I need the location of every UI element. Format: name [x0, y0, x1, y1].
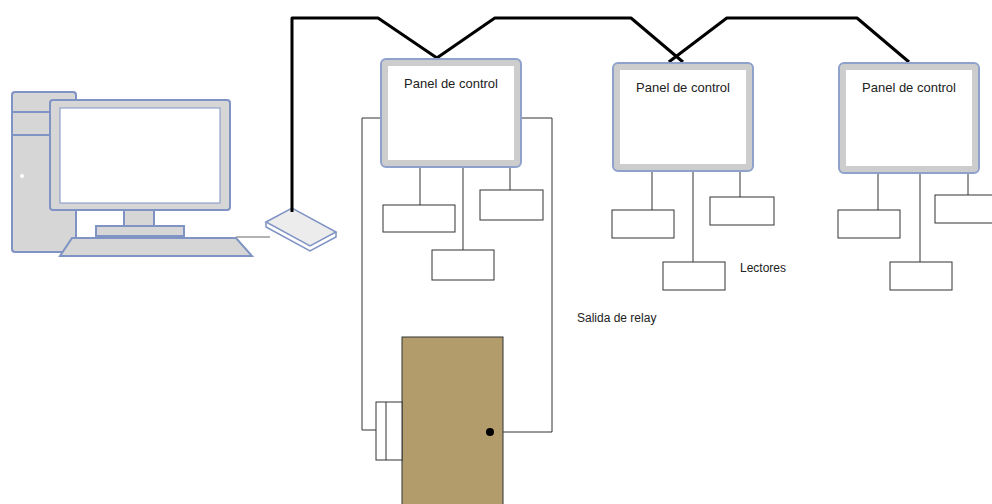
panel-screen: Panel de control	[846, 70, 972, 166]
bus-connector	[669, 18, 909, 62]
panel-screen: Panel de control	[388, 66, 514, 160]
control-panel: Panel de control	[612, 62, 754, 172]
control-panel: Panel de control	[838, 62, 980, 174]
cable	[236, 236, 270, 238]
panel-label: Panel de control	[404, 76, 498, 91]
annotation-label: Lectores	[740, 261, 786, 275]
control-panel: Panel de control	[380, 58, 522, 168]
electric-lock	[376, 402, 402, 460]
bus-connector	[437, 18, 683, 62]
reader-symbols	[383, 168, 992, 290]
annotation-label: Salida de relay	[577, 311, 656, 325]
computer-icon	[12, 92, 252, 256]
panel-label: Panel de control	[636, 80, 730, 95]
network-hub	[266, 208, 336, 246]
panel-screen: Panel de control	[620, 70, 746, 164]
panel-label: Panel de control	[862, 80, 956, 95]
door	[402, 337, 503, 504]
door-handle	[486, 428, 494, 436]
